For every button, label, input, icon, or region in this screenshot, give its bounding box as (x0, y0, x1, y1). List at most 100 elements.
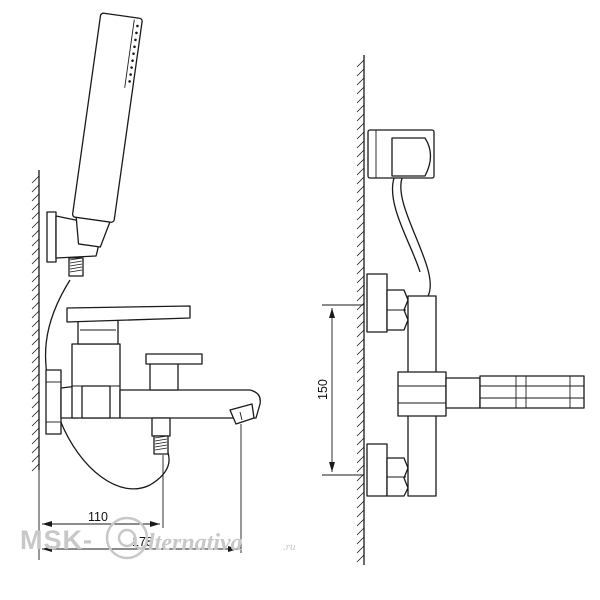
hatch-line (31, 337, 40, 346)
hatch-line (356, 140, 365, 149)
hatch-line (356, 392, 365, 401)
hatch-line (31, 445, 40, 454)
hatch-line (356, 383, 365, 392)
hand-shower (71, 12, 143, 248)
hatch-line (31, 463, 40, 472)
hatch-line (31, 292, 40, 301)
spray-hole (129, 73, 132, 76)
lower-connection (366, 443, 409, 497)
hatch-line (356, 482, 365, 491)
hatch-line (31, 346, 40, 355)
hatch-line (31, 382, 40, 391)
hatch-line (69, 260, 83, 264)
wall-flange (45, 369, 62, 435)
spray-hole (135, 31, 138, 35)
hatch-line (356, 464, 365, 473)
hatch-line (356, 194, 365, 203)
hatch-line (31, 373, 40, 382)
spout-end-view (397, 371, 585, 417)
hatch-line (356, 311, 365, 320)
hatch-line (31, 256, 40, 265)
hatch-line (31, 220, 40, 229)
hatch-line (31, 436, 40, 445)
hatch-line (31, 175, 40, 184)
hatch-line (356, 320, 365, 329)
hatch-line (356, 437, 365, 446)
hatch-line (31, 202, 40, 211)
hatch-line (356, 113, 365, 122)
hatch-line (356, 365, 365, 374)
hatch-line (31, 247, 40, 256)
hatch-line (356, 257, 365, 266)
hatch-line (31, 274, 40, 283)
hatch-line (31, 409, 40, 418)
hatch-line (69, 269, 83, 273)
hatch-line (31, 238, 40, 247)
hatch-line (31, 319, 40, 328)
hatch-line (31, 283, 40, 292)
hatch-line (154, 435, 168, 439)
spray-hole (134, 38, 137, 42)
side-view: 110 178 (31, 12, 261, 560)
hose-end-view (400, 177, 431, 297)
hatch-line (356, 59, 365, 68)
hatch-line (31, 328, 40, 337)
bracket-end-view (367, 129, 435, 179)
hatch-line (356, 527, 365, 536)
hatch-line (356, 77, 365, 86)
spray-hole (131, 59, 134, 62)
spray-hole (132, 52, 135, 56)
hose-outlet (151, 417, 171, 455)
hatch-line (356, 446, 365, 455)
hatch-line (356, 500, 365, 509)
hatch-line (31, 364, 40, 373)
front-view: 150 (316, 55, 585, 565)
hatch-line (356, 491, 365, 500)
hatch-line (31, 211, 40, 220)
hatch-line (356, 374, 365, 383)
dimension-label-150: 150 (316, 379, 330, 400)
hatch-line (356, 509, 365, 518)
hatch-line (356, 518, 365, 527)
hatch-line (356, 86, 365, 95)
hatch-line (356, 455, 365, 464)
spray-hole (128, 80, 131, 83)
hatch-line (31, 418, 40, 427)
spray-hole (136, 24, 139, 28)
watermark: MSK- lternativa .ru (20, 516, 296, 560)
hatch-line (356, 248, 365, 257)
hatch-line (356, 176, 365, 185)
hatch-line (356, 221, 365, 230)
at-sign-logo-icon (105, 516, 149, 560)
watermark-brand: lternativa (148, 530, 243, 556)
hatch-line (31, 265, 40, 274)
dimension-150: 150 (316, 304, 364, 476)
hatch-line (356, 212, 365, 221)
diverter-knob (145, 353, 203, 391)
hatch-line (31, 229, 40, 238)
hatch-line (154, 444, 168, 448)
dimension-label-110: 110 (88, 510, 108, 524)
hatch-line (356, 284, 365, 293)
hatch-line (356, 338, 365, 347)
spray-hole (130, 66, 133, 69)
hatch-line (356, 329, 365, 338)
hatch-line (69, 257, 83, 261)
hatch-line (31, 301, 40, 310)
hatch-line (31, 355, 40, 364)
hatch-line (31, 391, 40, 400)
hatch-line (69, 266, 83, 270)
hatch-line (356, 428, 365, 437)
hatch-line (31, 400, 40, 409)
hatch-line (356, 554, 365, 563)
hatch-line (356, 122, 365, 131)
hatch-line (356, 302, 365, 311)
left-wall (31, 170, 40, 472)
hatch-line (356, 410, 365, 419)
shower-hose (44, 279, 170, 490)
watermark-suffix: .ru (283, 541, 296, 553)
hatch-line (154, 441, 168, 445)
hatch-line (31, 184, 40, 193)
hatch-line (154, 438, 168, 442)
hatch-line (356, 266, 365, 275)
